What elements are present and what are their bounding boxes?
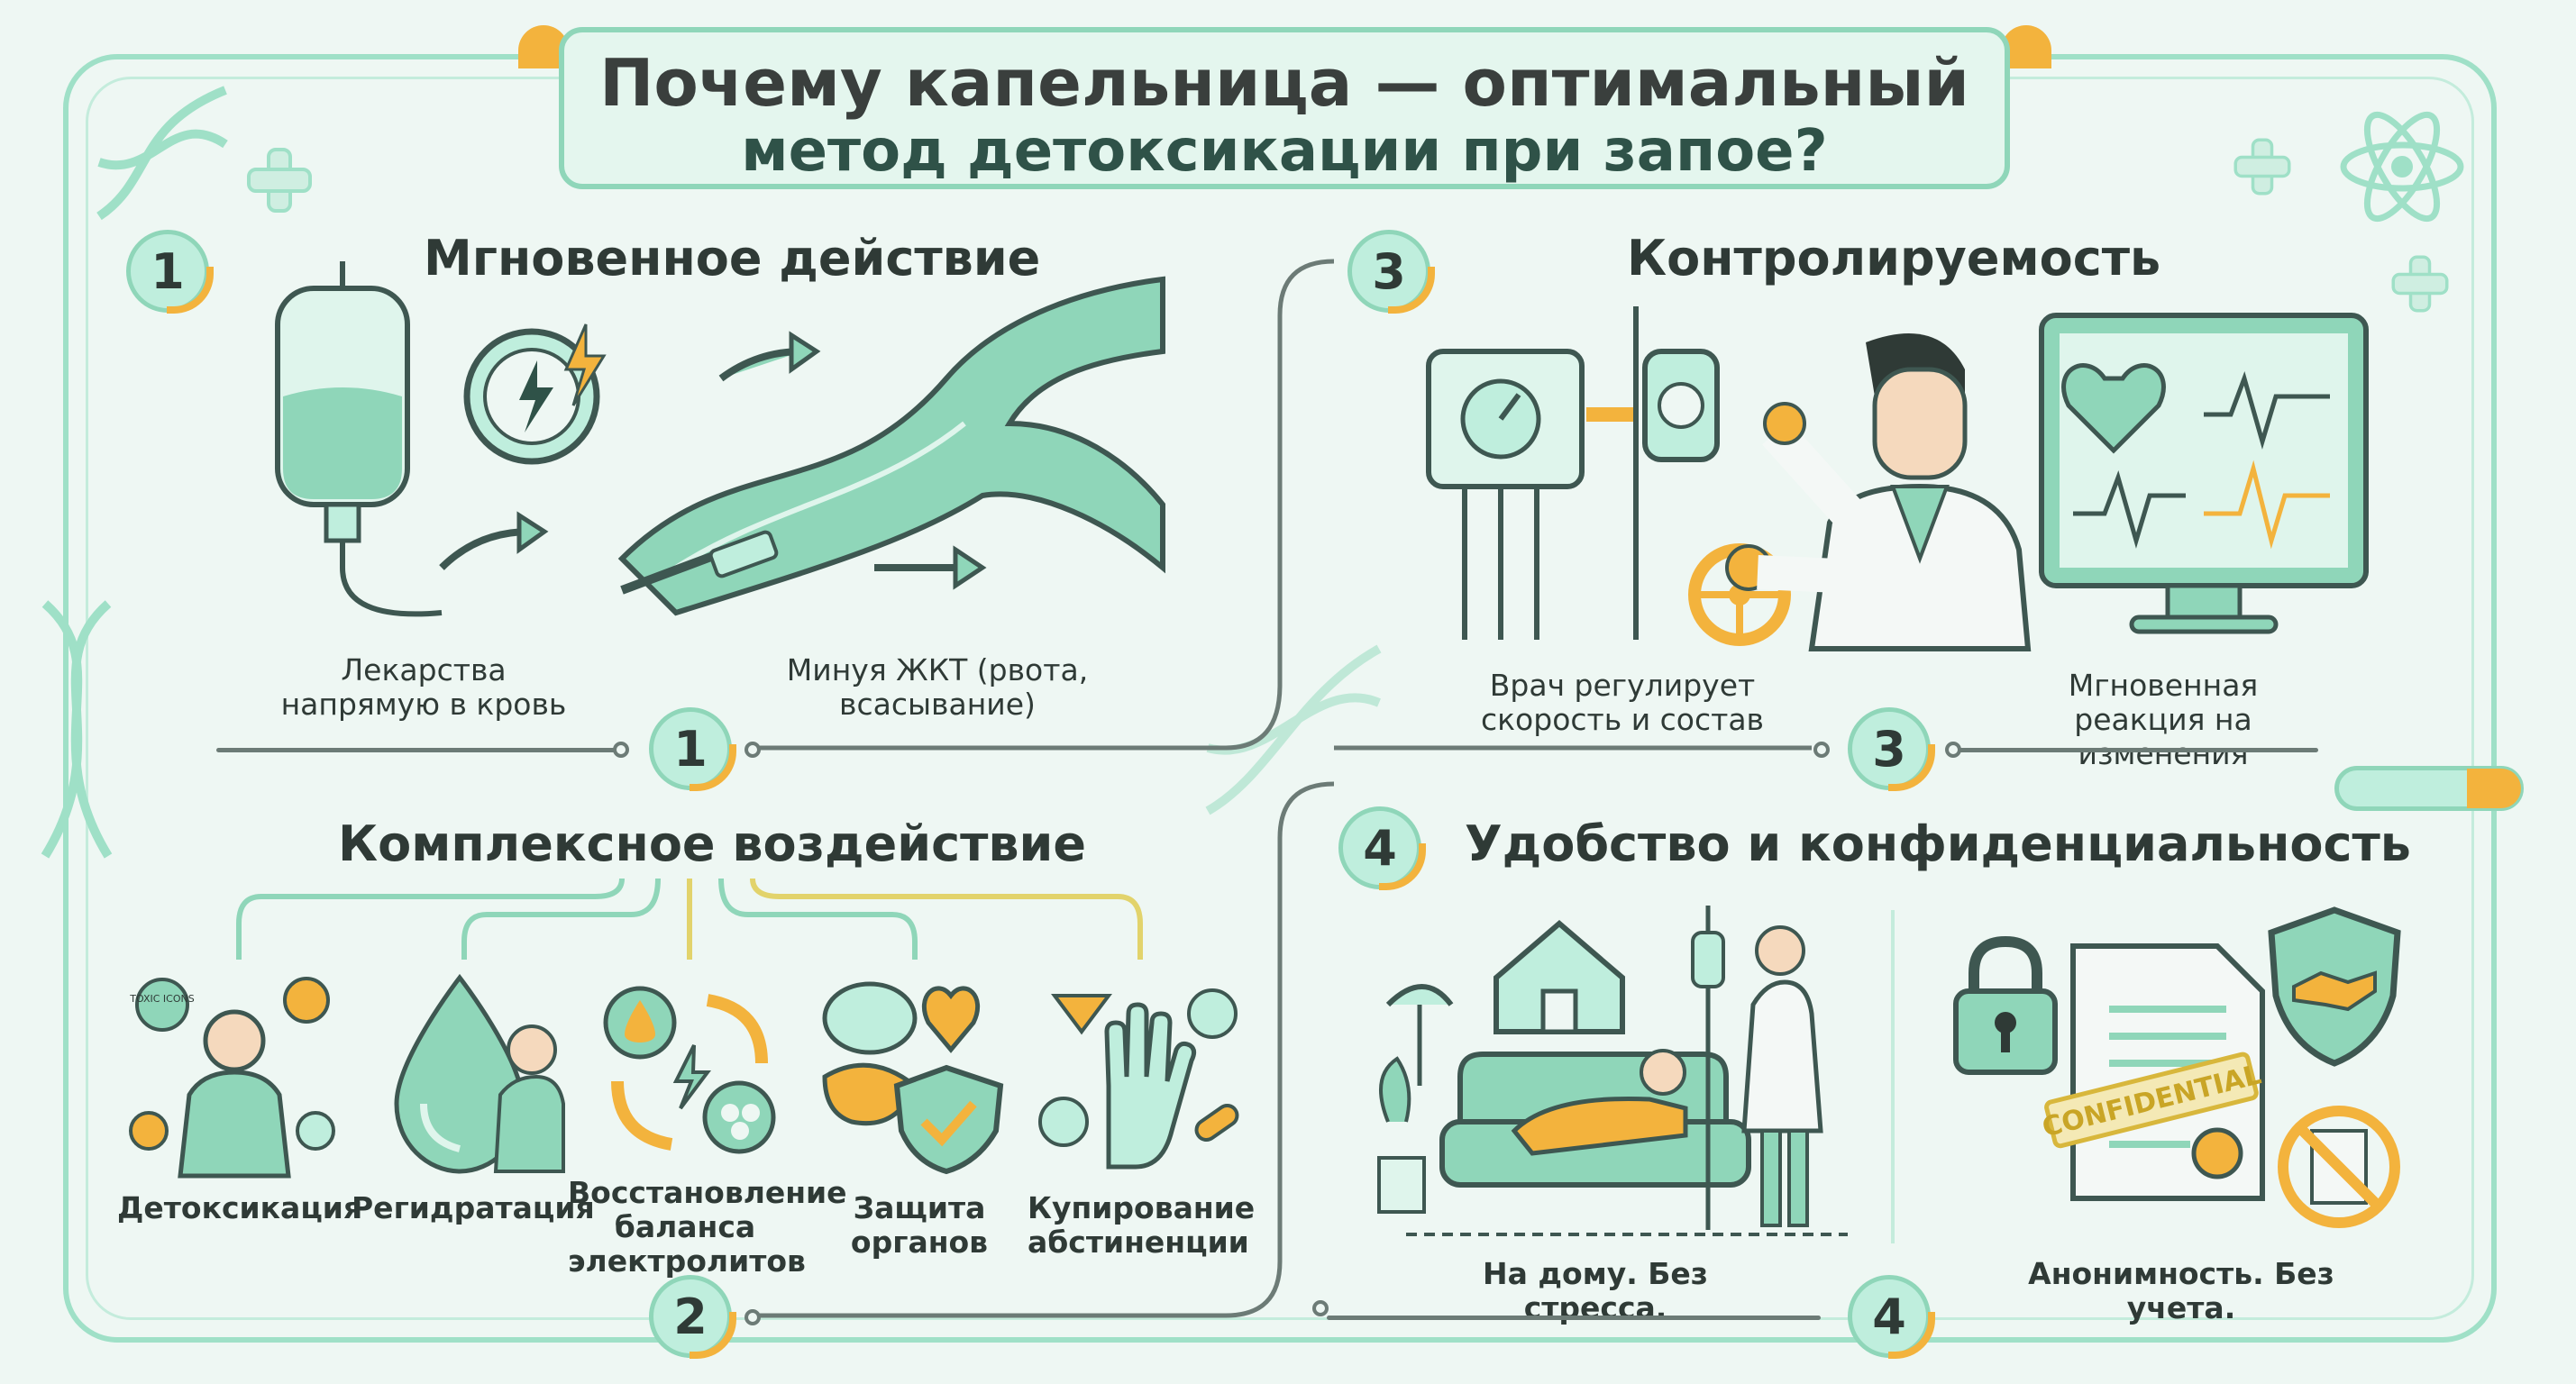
section-3-number-badge: 3 <box>1347 230 1435 314</box>
section-3-bottom-badge: 3 <box>1848 707 1935 791</box>
section-1-line-left <box>216 748 622 752</box>
section-1-line-dot <box>744 742 761 758</box>
section-3-caption-doctor-regulates: Врач регулирует скорость и состав <box>1480 668 1764 737</box>
section-2-item-detox: Детоксикация <box>117 1190 363 1225</box>
branch-connectors <box>236 878 1143 960</box>
water-drop-icon <box>394 973 565 1174</box>
section-3-line-right <box>1958 748 2318 752</box>
section-2-item-electrolytes: Восстановление баланса электролитов <box>568 1175 847 1279</box>
organs-shield-icon <box>822 981 1004 1175</box>
section-2-item-rehydration: Регидратация <box>352 1190 595 1225</box>
withdrawal-hand-icon <box>1038 988 1239 1170</box>
section-1-caption-bypass-gi: Минуя ЖКТ (рвота, всасывание) <box>786 652 1089 722</box>
section-4-number-badge: 4 <box>1338 806 1426 890</box>
infusion-pump-icon <box>1426 306 1639 640</box>
lock-icon <box>1953 935 2058 1075</box>
section-4-caption-anonymity: Анонимность. Без учета. <box>2028 1256 2334 1325</box>
plus-icon <box>2391 255 2449 313</box>
section-4-line-left <box>1327 1316 1821 1320</box>
section-1-caption-direct-blood: Лекарства напрямую в кровь <box>280 652 567 722</box>
detox-person-icon: TOXIC ICONS <box>129 977 335 1179</box>
monitor-icon <box>2039 313 2369 634</box>
plus-icon <box>247 148 312 213</box>
plus-icon <box>2233 138 2291 196</box>
document-icon: CONFIDENTIAL <box>2039 943 2265 1201</box>
section-1-bottom-badge: 1 <box>649 707 736 791</box>
section-3-caption-instant-reaction: Мгновенная реакция на изменения <box>2068 668 2259 771</box>
section-1-title: Мгновенное действие <box>424 230 1041 287</box>
doctor-icon <box>1725 333 2032 651</box>
title-banner: Почему капельница — оптимальный метод де… <box>559 27 2010 189</box>
arrow-icon <box>874 545 987 590</box>
iv-bag-icon <box>275 261 443 617</box>
stopwatch-lightning-icon <box>463 323 607 465</box>
section-3-title: Контролируемость <box>1627 230 2161 287</box>
section-3-line-dot <box>1813 742 1830 758</box>
section-2-title: Комплексное воздействие <box>338 815 1087 872</box>
vein-icon <box>617 276 1165 616</box>
section-2-line-dot <box>744 1309 761 1325</box>
section-1-number-badge: 1 <box>126 230 214 314</box>
home-sofa-scene-icon <box>1377 906 1848 1236</box>
arrow-icon <box>718 331 821 382</box>
shield-handshake-icon <box>2268 906 2401 1067</box>
electrolytes-icon <box>603 986 776 1154</box>
no-record-icon <box>2278 1106 2400 1228</box>
atom-icon <box>2340 111 2464 223</box>
toxic-icons-label: TOXIC ICONS <box>129 993 194 1005</box>
dna-icon <box>96 86 228 221</box>
dna-icon <box>41 600 113 859</box>
section-4-title: Удобство и конфиденциальность <box>1465 815 2411 872</box>
heart-icon <box>2061 363 2166 454</box>
page-title-line2: метод детоксикации при запое? <box>741 118 1828 185</box>
section-4-bottom-badge: 4 <box>1848 1275 1935 1359</box>
arrow-icon <box>439 511 549 570</box>
section-4-line-dot <box>1312 1300 1329 1316</box>
drip-chamber-icon <box>1642 349 1720 462</box>
section-2-item-withdrawal: Купирование абстиненции <box>1028 1190 1256 1260</box>
progress-pill-decoration <box>2334 766 2524 811</box>
section-2-bottom-badge: 2 <box>649 1275 736 1359</box>
page-title-line1: Почему капельница — оптимальный <box>599 45 1969 121</box>
house-icon <box>1494 920 1625 1034</box>
section-2-item-organs: Защита органов <box>850 1190 989 1260</box>
section-1-line-dot <box>613 742 629 758</box>
